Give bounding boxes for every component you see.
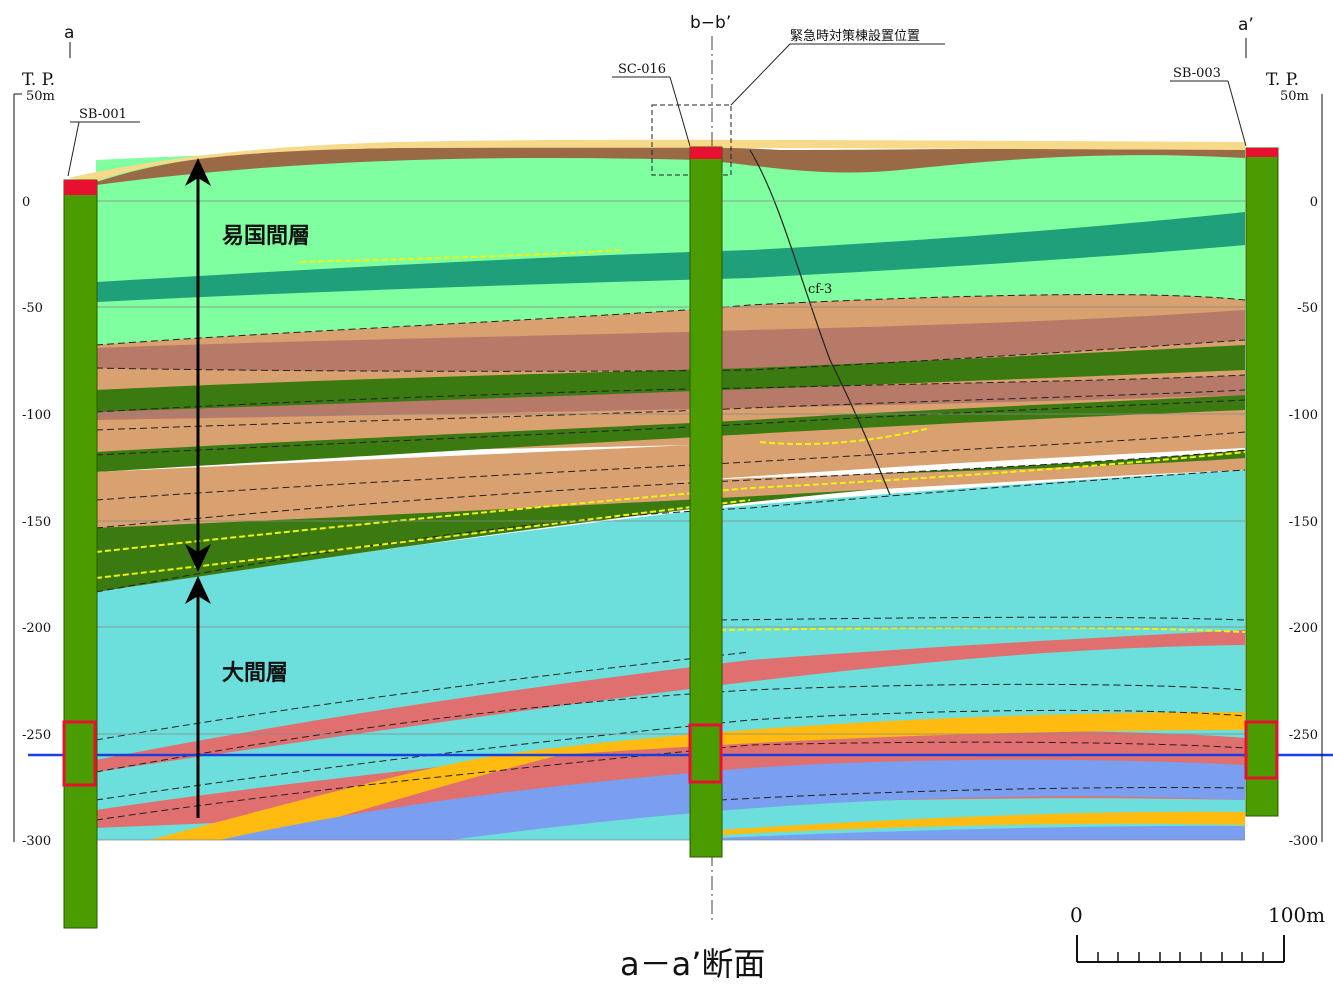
left-top-unit: 50m bbox=[26, 89, 55, 104]
elevation-gridlines bbox=[96, 200, 1245, 841]
arrow-up-icon bbox=[185, 158, 211, 186]
right-tick-3: -150 bbox=[1289, 515, 1318, 530]
fault-label: cf-3 bbox=[808, 282, 832, 297]
borehole-label: SB-003 bbox=[1173, 66, 1221, 81]
scale-bar: 0 100m bbox=[1070, 903, 1325, 963]
right-tick-4: -200 bbox=[1289, 621, 1318, 636]
right-tp-label: T. P. bbox=[1266, 70, 1299, 90]
upper-formation-label: 易国間層 bbox=[222, 224, 310, 249]
section-end-a-prime: a’ bbox=[1238, 15, 1254, 35]
arrow-down-icon bbox=[185, 544, 211, 572]
right-top-unit: 50m bbox=[1280, 89, 1309, 104]
left-tick-4: -200 bbox=[22, 621, 51, 636]
layer-mauve-a bbox=[96, 310, 1245, 372]
right-tick-0: 0 bbox=[1310, 195, 1318, 210]
left-tick-1: -50 bbox=[22, 301, 43, 316]
section-title: a－a’断面 bbox=[620, 945, 765, 981]
borehole-label: SC-016 bbox=[618, 62, 666, 77]
marker-beds bbox=[95, 249, 1246, 633]
left-tick-5: -250 bbox=[22, 728, 51, 743]
target-zone-box bbox=[1244, 720, 1279, 780]
borehole-sb-003: SB-003 bbox=[1170, 66, 1279, 817]
left-tick-6: -300 bbox=[22, 834, 51, 849]
borehole-label: SB-001 bbox=[79, 107, 127, 122]
left-tp-label: T. P. bbox=[22, 70, 55, 90]
fault-line-cf-3 bbox=[749, 149, 891, 496]
left-tick-0: 0 bbox=[22, 195, 30, 210]
right-tick-1: -50 bbox=[1297, 301, 1318, 316]
scale-start-label: 0 bbox=[1070, 903, 1083, 927]
target-zone-box bbox=[62, 720, 97, 787]
facility-label: 緊急時対策棟設置位置 bbox=[790, 28, 920, 44]
center-line-label: b−b’ bbox=[690, 13, 731, 33]
borehole-sc-016: SC-016 bbox=[612, 62, 723, 858]
layer-topsoil bbox=[96, 146, 1245, 185]
right-tick-5: -250 bbox=[1289, 728, 1318, 743]
right-axis: T. P. 50m 0 -50 -100 -150 -200 -250 -300 bbox=[1266, 70, 1323, 849]
left-tick-3: -150 bbox=[22, 515, 51, 530]
right-tick-2: -100 bbox=[1289, 408, 1318, 423]
left-axis: T. P. 50m 0 -50 -100 -150 -200 -250 -300 bbox=[13, 70, 55, 849]
left-tick-2: -100 bbox=[22, 408, 51, 423]
arrow-up-icon bbox=[185, 576, 211, 604]
boundary-lines bbox=[95, 294, 1246, 821]
right-tick-6: -300 bbox=[1289, 834, 1318, 849]
layer-salmon-a bbox=[96, 630, 1245, 772]
strata bbox=[68, 139, 1245, 840]
layer-blue-b bbox=[720, 825, 1245, 840]
layer-orange-b bbox=[720, 811, 1245, 835]
layer-dgreen-a bbox=[96, 345, 1245, 412]
lower-formation-label: 大間層 bbox=[222, 661, 288, 686]
layer-mauve-b bbox=[96, 375, 1245, 420]
borehole-sb-001: SB-001 bbox=[62, 107, 140, 929]
layer-teal bbox=[96, 212, 1245, 302]
layer-light-green-upper bbox=[96, 148, 1245, 345]
layer-tan-b bbox=[96, 415, 1245, 525]
formation-arrows bbox=[185, 158, 211, 818]
target-zone-box bbox=[688, 723, 723, 784]
layer-surface bbox=[68, 139, 1245, 182]
section-end-a: a bbox=[64, 23, 74, 43]
layer-blue bbox=[220, 759, 1245, 840]
scale-end-label: 100m bbox=[1268, 903, 1325, 927]
